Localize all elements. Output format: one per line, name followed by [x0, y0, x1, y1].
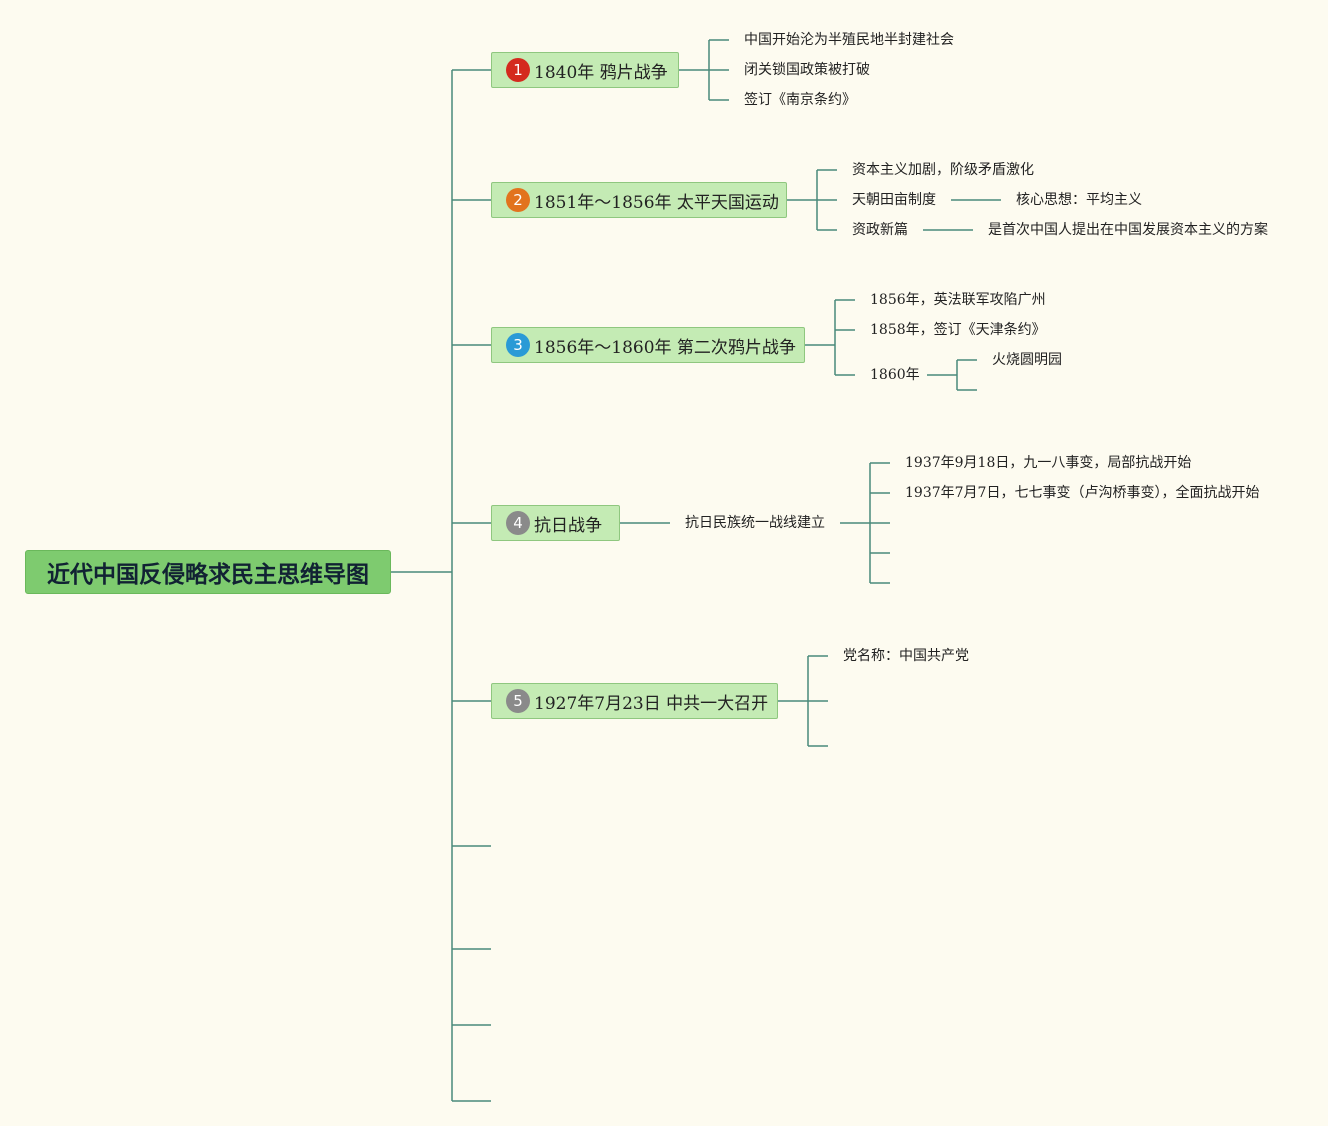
connector: [787, 169, 837, 231]
number-badge-5: 5: [506, 689, 530, 713]
subtopic[interactable]: 中国开始沦为半殖民地半封建社会: [744, 32, 954, 48]
subtopic[interactable]: 资本主义加剧，阶级矛盾激化: [852, 162, 1034, 178]
topic-taiping[interactable]: 2 1851年～1856年 太平天国运动: [491, 182, 787, 218]
subtopic[interactable]: 1937年9月18日，九一八事变，局部抗战开始: [905, 455, 1192, 471]
connector: [805, 299, 855, 376]
number-badge-1: 1: [506, 58, 530, 82]
topic-first-cpc-congress[interactable]: 5 1927年7月23日 中共一大召开: [491, 683, 778, 719]
subtopic[interactable]: 1856年，英法联军攻陷广州: [870, 292, 1046, 308]
number-badge-4: 4: [506, 511, 530, 535]
connector: [927, 359, 977, 391]
topic-opium-war[interactable]: 1 1840年 鸦片战争: [491, 52, 679, 88]
root-node[interactable]: 近代中国反侵略求民主思维导图: [25, 550, 391, 594]
subtopic[interactable]: 核心思想：平均主义: [1016, 192, 1142, 208]
topic-label: 1856年～1860年 第二次鸦片战争: [534, 337, 796, 358]
number-badge-2: 2: [506, 188, 530, 212]
subtopic[interactable]: 签订《南京条约》: [744, 92, 856, 108]
connector: [778, 655, 828, 747]
subtopic[interactable]: 1860年: [870, 367, 920, 383]
topic-label: 1851年～1856年 太平天国运动: [534, 192, 779, 213]
subtopic[interactable]: 资政新篇: [852, 222, 908, 238]
topic-second-opium-war[interactable]: 3 1856年～1860年 第二次鸦片战争: [491, 327, 805, 363]
connector: [840, 462, 890, 584]
topic-label: 抗日战争: [534, 515, 602, 536]
subtopic[interactable]: 火烧圆明园: [992, 352, 1062, 368]
number-badge-3: 3: [506, 333, 530, 357]
topic-label: 1840年 鸦片战争: [534, 62, 668, 83]
subtopic[interactable]: 天朝田亩制度: [852, 192, 936, 208]
subtopic[interactable]: 是首次中国人提出在中国发展资本主义的方案: [988, 222, 1268, 238]
subtopic[interactable]: 1858年，签订《天津条约》: [870, 322, 1046, 338]
topic-label: 1927年7月23日 中共一大召开: [534, 693, 769, 714]
subtopic[interactable]: 抗日民族统一战线建立: [685, 515, 825, 531]
subtopic[interactable]: 1937年7月7日，七七事变（卢沟桥事变），全面抗战开始: [905, 485, 1260, 501]
subtopic[interactable]: 党名称：中国共产党: [843, 648, 969, 664]
connector: [679, 39, 729, 101]
topic-anti-japanese-war[interactable]: 4 抗日战争: [491, 505, 620, 541]
subtopic[interactable]: 闭关锁国政策被打破: [744, 62, 870, 78]
